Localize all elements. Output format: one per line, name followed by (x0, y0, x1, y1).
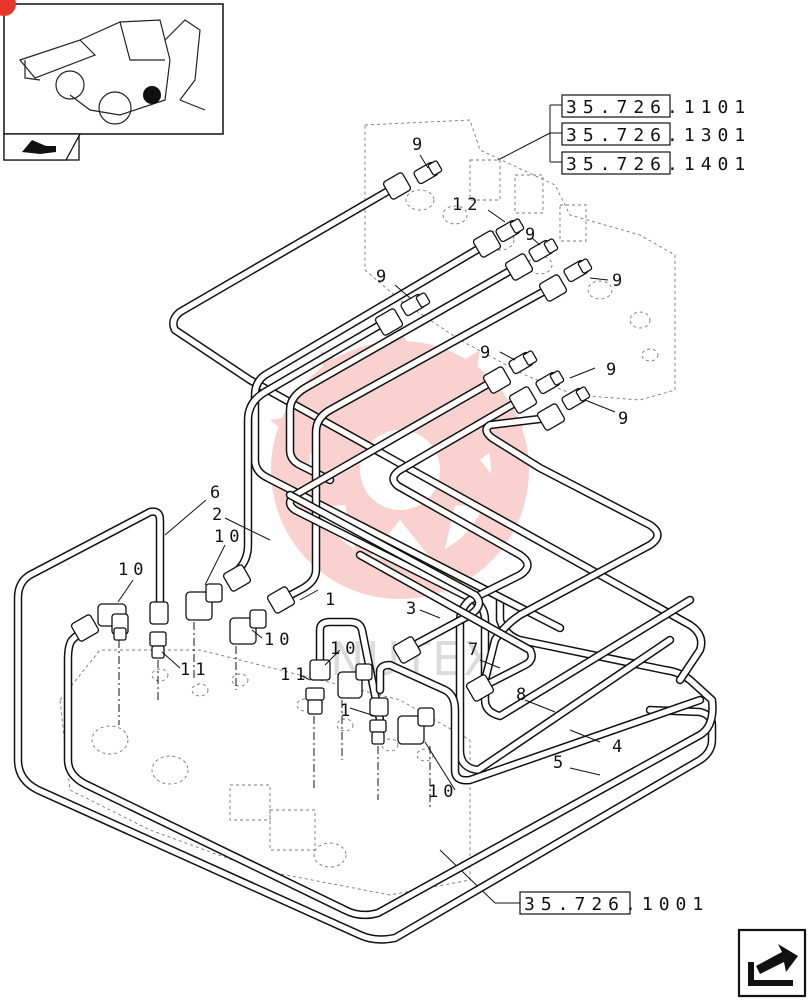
machine-thumbnail[interactable] (0, 0, 224, 161)
reference-link-top-2[interactable]: 35.726.1301 (561, 122, 751, 146)
pipe-nut (266, 586, 296, 614)
svg-text:35.726.1001: 35.726.1001 (524, 894, 709, 915)
adapter-fitting (508, 350, 538, 375)
callout-labels: 9 12 9 9 9 9 9 9 6 2 10 10 1 3 10 10 11 … (118, 135, 633, 802)
callout-9: 9 (376, 267, 391, 287)
hydraulic-pipes (13, 182, 717, 944)
callout-8: 8 (516, 685, 531, 705)
reference-link-top-3[interactable]: 35.726.1401 (561, 151, 751, 175)
callout-10: 10 (214, 527, 244, 547)
callout-5: 5 (553, 753, 568, 773)
straight-adapter (149, 601, 169, 659)
elbow-fitting (97, 603, 129, 641)
corner-badge-icon (0, 0, 16, 16)
callout-10: 10 (118, 560, 148, 580)
upper-fittings (374, 160, 593, 431)
callout-11: 11 (280, 665, 310, 685)
callout-12: 12 (452, 195, 482, 215)
pipe-nut (538, 274, 568, 302)
pipe-nut (504, 253, 534, 281)
callout-10: 10 (428, 782, 458, 802)
adapter-fitting (528, 238, 559, 263)
reference-group-top: 35.726.1101 35.726.1301 35.726.1401 (497, 94, 751, 175)
svg-text:35.726.1401: 35.726.1401 (566, 154, 751, 175)
elbow-fitting (185, 583, 223, 621)
callout-9: 9 (525, 225, 540, 245)
hand-pointer-icon[interactable] (22, 140, 56, 154)
pipe-nut (382, 172, 412, 200)
callout-11: 11 (180, 660, 210, 680)
adapter-fitting (561, 386, 591, 411)
next-page-icon[interactable] (737, 928, 807, 998)
pipe-nut (222, 564, 252, 592)
pipe-nut (70, 614, 100, 642)
svg-text:35.726.1101: 35.726.1101 (566, 97, 751, 118)
callout-3: 3 (406, 599, 421, 619)
callout-10: 10 (330, 639, 360, 659)
adapter-fitting (563, 258, 593, 283)
pipe-nut (536, 403, 566, 431)
adapter-fitting (413, 160, 443, 185)
location-marker-icon (143, 86, 161, 104)
callout-9: 9 (412, 135, 427, 155)
pipe-nut (482, 366, 512, 394)
callout-7: 7 (468, 640, 483, 660)
leader-lines (117, 154, 616, 791)
pipe-nut (374, 308, 404, 336)
callout-9: 9 (606, 360, 621, 380)
callout-1: 1 (325, 590, 340, 610)
elbow-fitting (229, 609, 267, 645)
callout-9: 9 (480, 343, 495, 363)
callout-1: 1 (340, 701, 355, 721)
callout-2: 2 (212, 505, 227, 525)
adapter-fitting (495, 218, 525, 243)
pipe-nut (472, 230, 502, 258)
reference-group-bottom: 35.726.1001 (439, 849, 709, 915)
lower-fittings (70, 564, 495, 745)
adapter-fitting (400, 292, 431, 317)
svg-text:35.726.1301: 35.726.1301 (566, 125, 751, 146)
pipe-nut (508, 386, 538, 414)
adapter-fitting (535, 370, 565, 395)
elbow-fitting (337, 663, 373, 699)
straight-adapter (369, 697, 389, 745)
reference-link-top-1[interactable]: 35.726.1101 (561, 94, 751, 118)
callout-9: 9 (618, 409, 633, 429)
pipe-nut (465, 674, 495, 702)
callout-4: 4 (612, 737, 627, 757)
backhoe-loader-icon (18, 19, 206, 125)
pipe-nut (392, 636, 422, 664)
reference-link-bottom[interactable]: 35.726.1001 (519, 891, 709, 915)
callout-9: 9 (612, 271, 627, 291)
elbow-fitting (397, 707, 435, 745)
callout-10: 10 (264, 630, 294, 650)
callout-6: 6 (210, 483, 225, 503)
lower-control-valve (59, 649, 471, 896)
assembly-centerlines (118, 622, 431, 810)
